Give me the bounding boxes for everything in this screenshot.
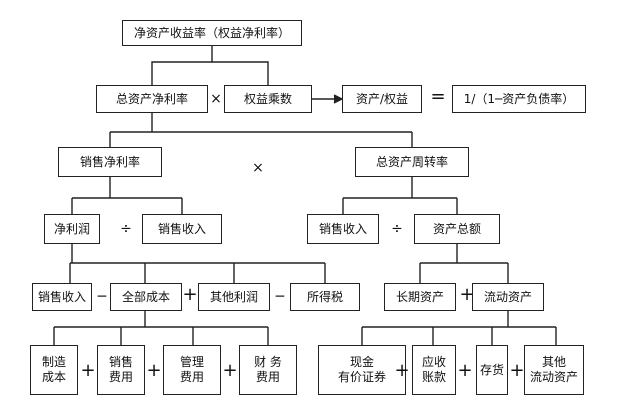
op-equals: = [430,86,446,107]
node-net-profit-margin: 销售净利率 [58,147,162,177]
node-admin-expenses: 管理 费用 [163,345,221,395]
node-long-term-assets: 长期资产 [384,283,456,311]
op-plus-3: + [80,360,96,381]
node-accounts-receivable: 应收 账款 [412,345,456,395]
node-net-profit: 净利润 [44,214,100,244]
node-manufacturing-cost: 制造 成本 [30,345,78,395]
node-formula: 1/（1─资产负债率） [452,85,586,113]
node-cash-securities: 现金 有价证券 [318,345,406,395]
op-divide-2: ÷ [391,221,403,237]
op-plus-2: + [459,284,475,305]
node-other-current-assets: 其他 流动资产 [524,345,584,395]
op-minus-2: ─ [275,289,285,305]
op-minus-1: ─ [97,289,107,305]
node-sales-revenue-1: 销售收入 [142,214,222,244]
op-plus-4: + [146,360,162,381]
op-times-2: × [252,160,264,176]
node-equity-multiplier: 权益乘数 [224,85,312,113]
node-inventory: 存货 [476,345,508,395]
node-current-assets: 流动资产 [472,283,544,311]
node-return-on-equity: 净资产收益率（权益净利率） [122,20,302,46]
node-finance-expenses: 财 务 费用 [239,345,297,395]
node-selling-expenses: 销售 费用 [97,345,145,395]
node-income-tax: 所得税 [290,283,360,311]
node-total-asset-turnover: 总资产周转率 [355,147,469,177]
node-assets-over-equity: 资产/权益 [342,85,422,113]
node-sales-revenue-3: 销售收入 [32,283,92,311]
op-divide-1: ÷ [120,221,132,237]
op-times-1: × [210,91,222,107]
node-total-assets: 资产总额 [414,214,500,244]
node-sales-revenue-2: 销售收入 [307,214,379,244]
node-return-on-assets: 总资产净利率 [96,85,208,113]
op-plus-1: + [182,284,198,305]
op-plus-6: + [394,360,410,381]
node-other-profit: 其他利润 [198,283,270,311]
op-plus-7: + [457,360,473,381]
node-total-cost: 全部成本 [110,283,182,311]
op-plus-8: + [509,360,525,381]
op-plus-5: + [222,360,238,381]
